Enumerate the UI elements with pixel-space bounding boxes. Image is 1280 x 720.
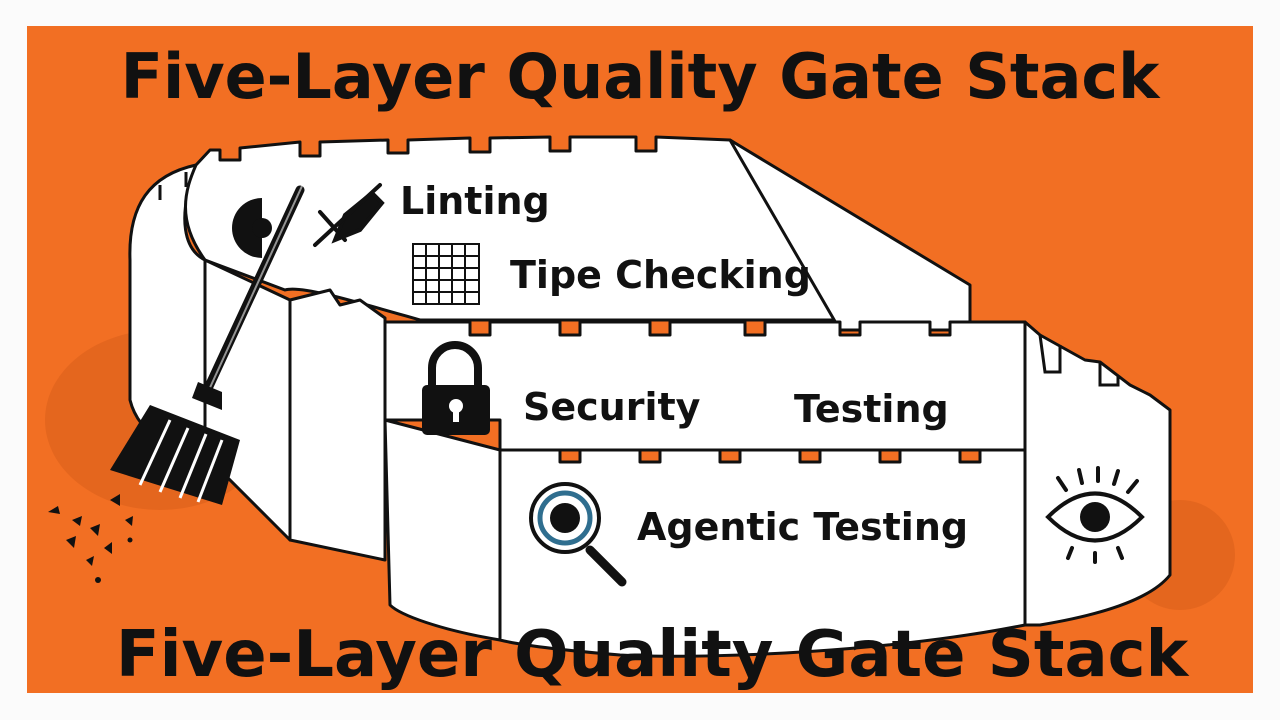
layer-label-5: Agentic Testing (637, 505, 968, 549)
wall-layer-4 (385, 420, 500, 640)
layer-label-4: Testing (794, 387, 949, 431)
layer-label-2: Tipe Checking (510, 253, 811, 297)
layer-label-3: Security (523, 385, 701, 429)
layer-label-1: Linting (400, 179, 550, 223)
title-bottom: Five-Layer Quality Gate Stack (116, 618, 1190, 692)
title-top: Five-Layer Quality Gate Stack (121, 40, 1162, 113)
